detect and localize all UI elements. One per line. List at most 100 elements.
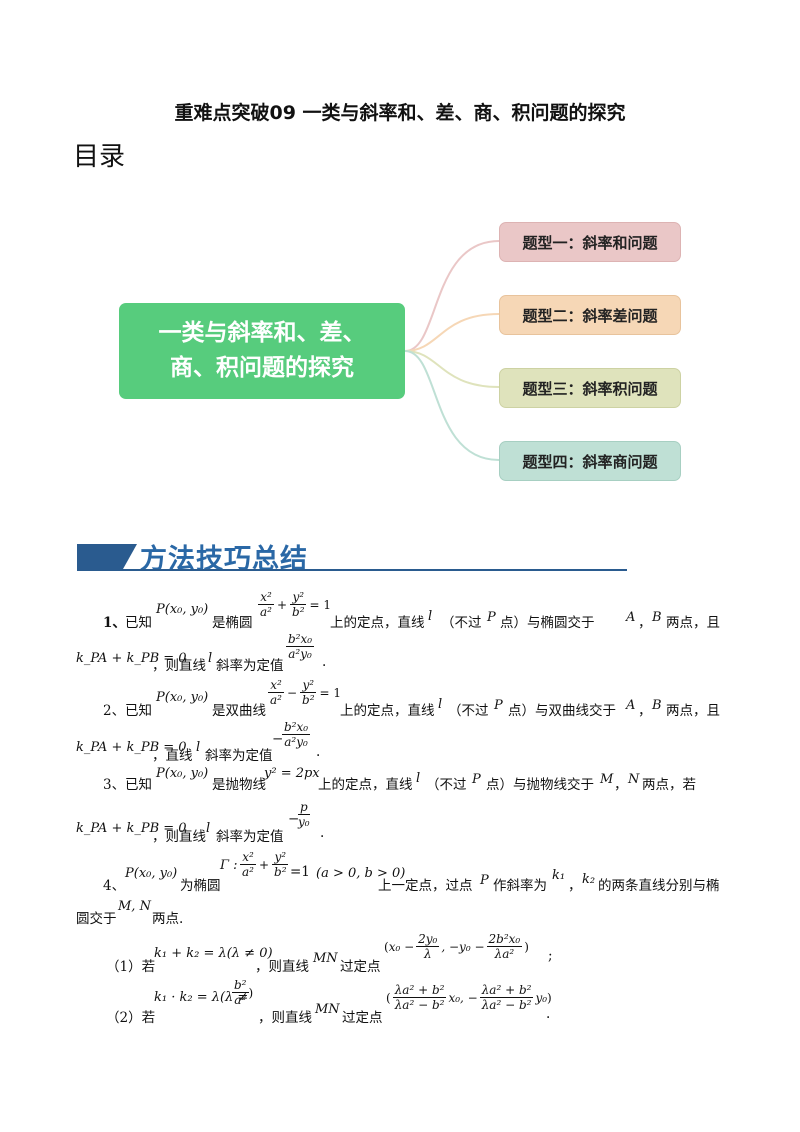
item3-text-e: 点）与抛物线交于 (486, 777, 594, 793)
item1-number: 1、 (103, 615, 126, 631)
item2-text-d: （不过 (448, 703, 489, 719)
item3-line-l2: l (206, 821, 211, 836)
central-line-2: 商、积问题的探究 (170, 355, 354, 381)
item2-B: B (652, 698, 662, 713)
section-bar-tip (123, 544, 137, 569)
item3-point: P(x₀, y₀) (156, 766, 209, 781)
item2-text-a: 已知 (125, 703, 152, 719)
item1-P: P (487, 610, 496, 625)
toc-heading: 目录 (73, 142, 126, 172)
mindmap-central-node: 一类与斜率和、差、 商、积问题的探究 (119, 303, 405, 399)
item1-text-d: （不过 (441, 615, 482, 631)
item4-sub2-tail: 过定点 (342, 1010, 383, 1026)
item1-text-h: ，则直线 (152, 658, 206, 674)
item3-P: P (472, 772, 481, 787)
item2-condition: k_PA + k_PB = 0 (76, 740, 187, 755)
page-title: 重难点突破09 一类与斜率和、差、商、积问题的探究 (174, 102, 626, 124)
branch-type-4: 题型四：斜率商问题 (499, 441, 681, 481)
item1-text-i: 斜率为定值 (216, 658, 284, 674)
section-underline (77, 569, 627, 571)
item1-B: B (652, 610, 662, 625)
item2-minus: − (272, 731, 284, 747)
item2-end: . (316, 744, 321, 760)
item4-sub1-text: ，则直线 (255, 959, 309, 975)
item3-text-d: （不过 (426, 777, 467, 793)
item4-sub1-MN: MN (313, 951, 338, 966)
item2-line-l: l (438, 697, 443, 712)
branch-type-3: 题型三：斜率积问题 (499, 368, 681, 408)
item2-number: 2、 (103, 703, 126, 719)
item2-text-b: 是双曲线 (212, 703, 266, 719)
item4-number: 4、 (103, 878, 126, 894)
item4-eq-tail: =1 (290, 864, 310, 880)
item4-sub1-condition: k₁ + k₂ = λ(λ ≠ 0) (154, 946, 273, 961)
item3-number: 3、 (103, 777, 126, 793)
item4-sub2-MN: MN (315, 1002, 340, 1017)
item2-point: P(x₀, y₀) (156, 690, 209, 705)
item2-text-i: 斜率为定值 (205, 748, 273, 764)
item4-sub2-label: （2）若 (106, 1010, 156, 1026)
item3-line-l: l (416, 771, 421, 786)
item4-k2: k₂ (582, 872, 596, 887)
item3-text-g: 两点，若 (642, 777, 696, 793)
item2-text-c: 上的定点，直线 (340, 703, 435, 719)
item4-comma: ， (568, 878, 582, 894)
item4-sub2-text: ，则直线 (258, 1010, 312, 1026)
item4-sub2-end: . (546, 1006, 551, 1022)
item4-sub1-end: ; (548, 948, 553, 964)
mindmap-connectors (404, 240, 500, 461)
item4-MN: M, N (118, 899, 151, 914)
item1-end: . (322, 654, 327, 670)
branch-type-1: 题型一：斜率和问题 (499, 222, 681, 262)
item3-text-c: 上的定点，直线 (318, 777, 413, 793)
item2-A: A (626, 698, 636, 713)
item1-line-l2: l (208, 651, 213, 666)
item3-text-a: 已知 (125, 777, 152, 793)
item4-text-e: 圆交于 (76, 911, 117, 927)
item3-parabola-eq: y² = 2px (264, 766, 320, 781)
item4-text-d: 的两条直线分别与椭 (598, 878, 720, 894)
item2-text-f: ， (638, 703, 652, 719)
item3-M: M (600, 772, 614, 787)
item1-text-c: 上的定点，直线 (330, 615, 425, 631)
item1-point: P(x₀, y₀) (156, 602, 209, 617)
item4-range: (a > 0, b > 0) (316, 866, 406, 881)
item4-sub1-tail: 过定点 (340, 959, 381, 975)
item2-text-e: 点）与双曲线交于 (508, 703, 616, 719)
item1-condition: k_PA + k_PB = 0 (76, 651, 187, 666)
item1-A: A (626, 610, 636, 625)
item3-text-f: ， (614, 777, 628, 793)
item1-text-a: 已知 (125, 615, 152, 631)
item1-text-b: 是椭圆 (212, 615, 253, 631)
item3-text-h: ，则直线 (152, 829, 206, 845)
item3-text-i: 斜率为定值 (216, 829, 284, 845)
item3-minus: − (288, 811, 300, 827)
item3-condition: k_PA + k_PB = 0 (76, 821, 187, 836)
item4-text-a: 为椭圆 (180, 878, 221, 894)
item2-P: P (494, 698, 503, 713)
item4-k1: k₁ (552, 868, 566, 883)
item4-sub2-condition: k₁ · k₂ = λ(λ ≠ (154, 990, 249, 1005)
item2-text-g: 两点，且 (666, 703, 720, 719)
item3-text-b: 是抛物线 (212, 777, 266, 793)
item3-N: N (628, 772, 640, 787)
section-bar (77, 544, 123, 569)
item4-point: P(x₀, y₀) (125, 866, 178, 881)
branch-type-2: 题型二：斜率差问题 (499, 295, 681, 335)
item2-line-l2: l (196, 740, 201, 755)
item4-text-b: 上一定点，过点 (378, 878, 473, 894)
item4-sub1-label: （1）若 (106, 959, 156, 975)
item2-text-h: ，直线 (152, 748, 193, 764)
item1-line-l: l (428, 609, 433, 624)
item4-P: P (480, 873, 489, 888)
item1-text-f: ， (638, 615, 652, 631)
